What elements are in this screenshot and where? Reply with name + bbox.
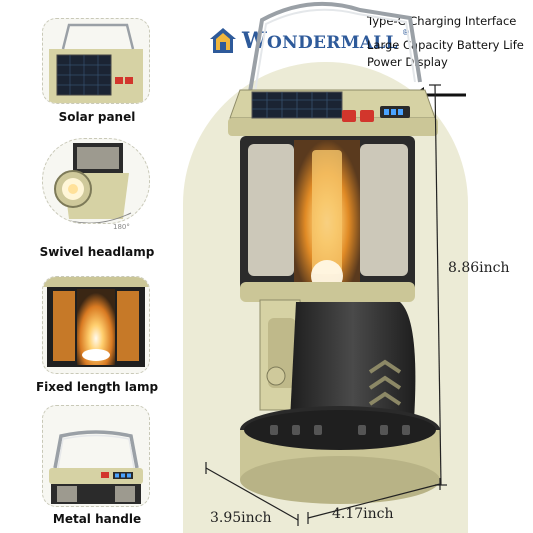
feature-battery: Large Capacity Battery Life bbox=[367, 38, 524, 52]
caption-swivel-headlamp: Swivel headlamp bbox=[39, 245, 155, 259]
caption-fixed-length-lamp: Fixed length lamp bbox=[35, 380, 159, 394]
thumbnail-swivel-headlamp bbox=[42, 138, 150, 224]
caption-solar-panel: Solar panel bbox=[58, 110, 136, 124]
solar-panel-image bbox=[49, 23, 143, 103]
metal-handle-image bbox=[49, 430, 143, 504]
thumbnail-metal-handle bbox=[42, 405, 150, 507]
trademark-mark: ® bbox=[401, 28, 410, 37]
lantern-main-image bbox=[228, 1, 440, 504]
thumbnail-solar-panel bbox=[42, 18, 150, 104]
height-dimension-line bbox=[429, 84, 447, 486]
house-logo-icon bbox=[210, 28, 236, 53]
caption-metal-handle: Metal handle bbox=[52, 512, 142, 526]
width-label: 4.17inch bbox=[332, 506, 394, 522]
swivel-headlamp-image bbox=[54, 143, 132, 223]
rotation-angle-label: 180° bbox=[113, 223, 130, 231]
height-label: 8.86inch bbox=[448, 260, 510, 276]
depth-label: 3.95inch bbox=[210, 510, 272, 526]
brand-logo: WONDERMALL ® bbox=[208, 24, 410, 58]
feature-display: Power Display bbox=[367, 55, 448, 69]
base-dimension-lines bbox=[205, 462, 441, 526]
thumbnail-fixed-length-lamp bbox=[42, 276, 150, 374]
fixed-length-lamp-image bbox=[43, 277, 149, 367]
